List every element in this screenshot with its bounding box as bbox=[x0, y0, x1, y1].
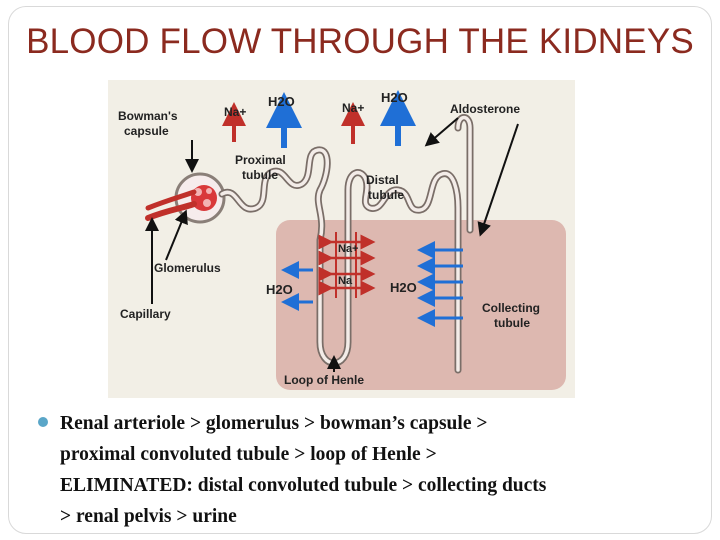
label-loop-na-2: Na bbox=[338, 275, 353, 287]
loop-na-arrows bbox=[318, 232, 376, 298]
label-collecting-2: tubule bbox=[494, 316, 530, 330]
bullet-dot bbox=[38, 417, 48, 427]
label-na-2: Na+ bbox=[342, 101, 364, 115]
label-h2o-2: H2O bbox=[381, 90, 408, 105]
label-h2o-1: H2O bbox=[268, 94, 295, 109]
label-proximal-1: Proximal bbox=[235, 153, 286, 167]
pointer-glomerulus bbox=[165, 209, 188, 261]
label-collecting-h2o: H2O bbox=[390, 280, 417, 295]
label-aldosterone: Aldosterone bbox=[450, 102, 520, 116]
label-collecting-1: Collecting bbox=[482, 301, 540, 315]
kidney-diagram: Na+ H2O Na+ H2O Na+ Na H2O H2O Bowman bbox=[108, 80, 575, 398]
collecting-h2o-arrows bbox=[417, 241, 463, 327]
capillary-vessel bbox=[145, 201, 197, 221]
label-proximal-2: tubule bbox=[242, 168, 278, 182]
bullet-text: Renal arteriole > glomerulus > bowman’s … bbox=[60, 408, 700, 532]
label-loop-na-1: Na+ bbox=[338, 243, 359, 255]
bullet-line-2: proximal convoluted tubule > loop of Hen… bbox=[60, 444, 437, 465]
label-distal-1: Distal bbox=[366, 173, 399, 187]
slide-frame bbox=[8, 6, 712, 534]
label-na-1: Na+ bbox=[224, 105, 246, 119]
label-capillary: Capillary bbox=[120, 307, 171, 321]
glomerulus-shape bbox=[191, 185, 217, 211]
label-loop-of-henle: Loop of Henle bbox=[284, 373, 364, 387]
bullet-line-3: ELIMINATED: distal convoluted tubule > c… bbox=[60, 475, 547, 496]
label-distal-2: tubule bbox=[368, 188, 404, 202]
slide-title: BLOOD FLOW THROUGH THE KIDNEYS bbox=[26, 22, 694, 61]
pointer-aldosterone-2 bbox=[477, 123, 519, 237]
label-loop-h2o: H2O bbox=[266, 282, 293, 297]
bullet-line-1: Renal arteriole > glomerulus > bowman’s … bbox=[60, 413, 488, 434]
pointer-aldosterone-1 bbox=[424, 117, 459, 147]
label-bowmans-1: Bowman's bbox=[118, 109, 178, 123]
bullet-line-4: > renal pelvis > urine bbox=[60, 506, 237, 527]
label-bowmans-2: capsule bbox=[124, 124, 169, 138]
label-glomerulus: Glomerulus bbox=[154, 261, 221, 275]
